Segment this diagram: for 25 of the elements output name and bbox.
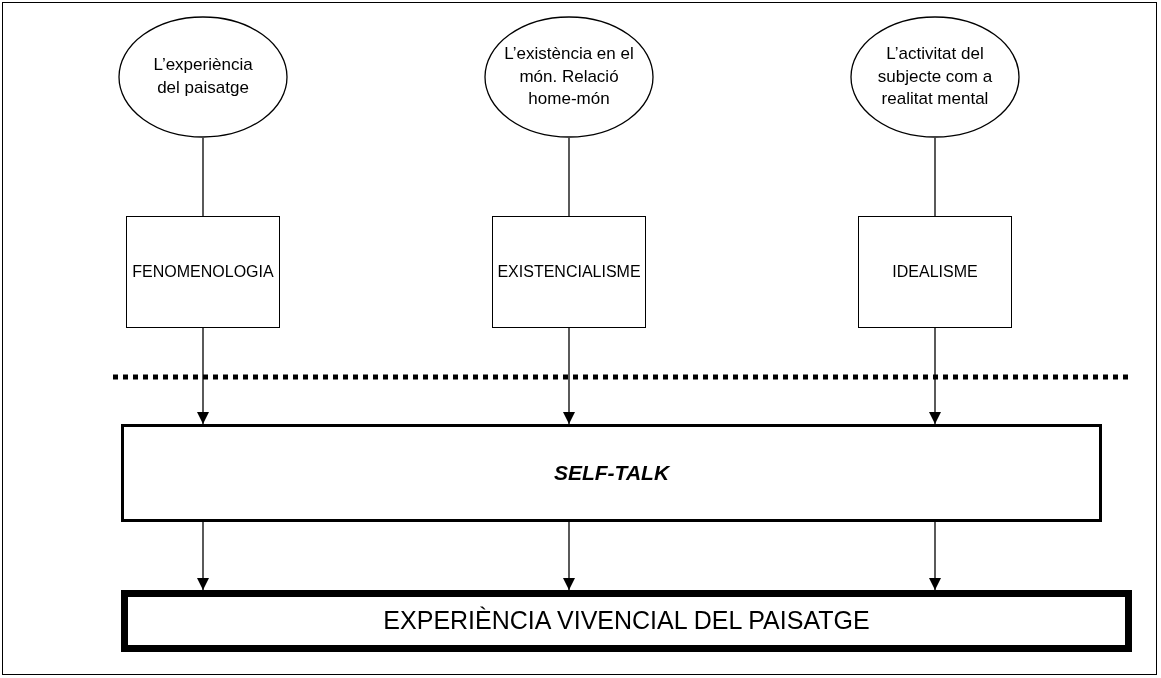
- connector-line: [568, 137, 570, 217]
- node-text: IDEALISME: [892, 262, 978, 283]
- arrow: [197, 521, 209, 591]
- concept-box: [492, 216, 646, 328]
- concept-box: [858, 216, 1012, 328]
- node-text: FENOMENOLOGIA: [132, 262, 274, 283]
- ellipse-node: [484, 16, 654, 138]
- node-text: EXISTENCIALISME: [497, 262, 641, 283]
- node-text: L’activitat del subjecte com a realitat mental: [876, 42, 994, 111]
- result-box: [121, 590, 1132, 652]
- arrow: [197, 327, 209, 425]
- concept-box: [126, 216, 280, 328]
- concept-box: [121, 424, 1102, 522]
- arrow: [563, 327, 575, 425]
- arrow: [929, 327, 941, 425]
- node-text: L’existència en el món. Relació home-món: [503, 42, 635, 111]
- node-text: L’experiència del paisatge: [152, 54, 254, 99]
- connector-line: [934, 137, 936, 217]
- node-text: EXPERIÈNCIA VIVENCIAL DEL PAISATGE: [383, 605, 870, 637]
- arrow: [929, 521, 941, 591]
- ellipse-node: [850, 16, 1020, 138]
- connector-line: [202, 137, 204, 217]
- node-text: SELF-TALK: [553, 459, 670, 486]
- arrow: [563, 521, 575, 591]
- ellipse-node: [118, 16, 288, 138]
